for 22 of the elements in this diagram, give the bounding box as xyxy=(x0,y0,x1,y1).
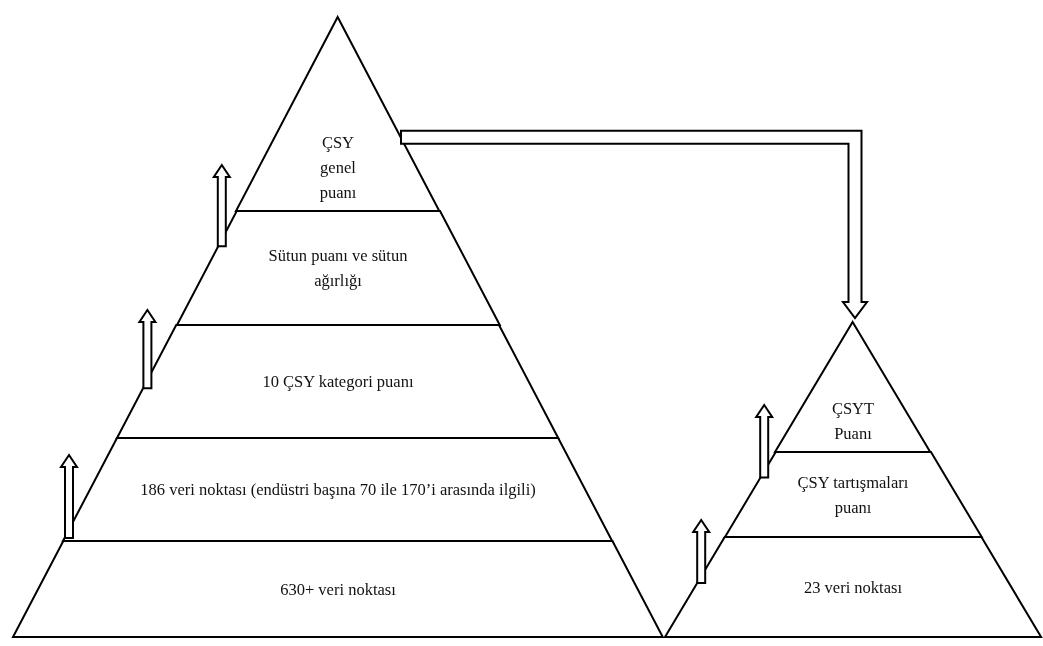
tier-label: 630+ veri noktası xyxy=(280,578,396,601)
pyramid-tier xyxy=(664,537,1042,637)
tier-label: 23 veri noktası xyxy=(803,576,903,599)
pyramid-tier xyxy=(236,17,440,211)
hollow-arrow xyxy=(211,163,232,248)
pyramid-tier xyxy=(775,322,931,452)
hollow-arrow xyxy=(754,403,775,479)
hollow-arrow xyxy=(691,518,712,584)
tier-label: ÇSYT Puanı xyxy=(830,398,876,445)
tier-label: ÇSY genel puanı xyxy=(318,132,358,204)
tier-label: Sütun puanı ve sütun ağırlığı xyxy=(267,245,409,292)
pyramid-tier xyxy=(117,325,559,438)
pyramid-tier xyxy=(724,452,982,537)
pyramid-tier xyxy=(63,438,613,541)
tier-label: 186 veri noktası (endüstri başına 70 ile 170’i arasında ilgili) xyxy=(140,479,536,501)
tier-label: ÇSY tartışmaları puanı xyxy=(796,471,910,519)
pyramid-tier xyxy=(13,541,663,637)
hollow-arrow xyxy=(59,453,79,539)
hollow-arrow xyxy=(400,129,869,320)
pyramid-tier xyxy=(176,211,500,325)
tier-label: 10 ÇSY kategori puanı xyxy=(262,371,414,393)
hollow-arrow xyxy=(137,308,158,390)
